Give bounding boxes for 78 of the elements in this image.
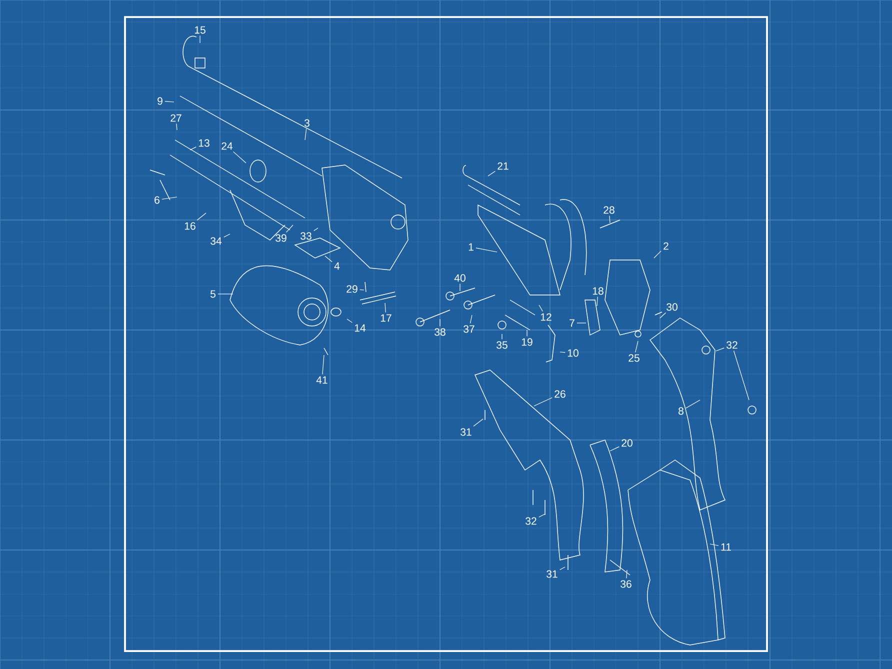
leader-line (473, 418, 484, 427)
leader-line (233, 151, 246, 164)
callout-number: 18 (592, 287, 604, 295)
callout-number: 32 (526, 517, 536, 525)
callout-number: 2 (664, 242, 668, 250)
leader-line (635, 340, 638, 353)
leader-line (526, 330, 528, 337)
callout-number: 16 (184, 222, 196, 230)
callout-number: 29 (346, 285, 358, 293)
leader-line (654, 250, 662, 258)
callout-number: 5 (210, 290, 216, 298)
leader-line (538, 514, 546, 518)
callout-number: 26 (554, 390, 566, 398)
leader-line (470, 314, 472, 324)
callout-number: 40 (454, 274, 466, 282)
leader-line (534, 397, 552, 406)
callout-number: 28 (604, 206, 614, 214)
leader-line (560, 352, 566, 353)
leader-line (190, 146, 196, 150)
leader-line (733, 350, 750, 400)
leader-line (488, 170, 496, 176)
leader-line (314, 228, 318, 232)
leader-line (304, 128, 307, 140)
callout-number: 39 (276, 234, 286, 242)
leader-line (176, 123, 178, 130)
callout-number: 3 (304, 119, 310, 127)
leader-line (710, 544, 719, 546)
callout-number: 33 (300, 232, 312, 240)
callout-number: 19 (522, 338, 532, 346)
callout-number: 17 (380, 314, 392, 322)
leader-line (660, 312, 666, 318)
callout-number: 34 (210, 237, 222, 245)
callout-number: 4 (334, 262, 340, 270)
leader-line (610, 446, 620, 452)
callout-number: 21 (498, 162, 508, 170)
callout-number: 12 (540, 313, 552, 321)
callout-number: 41 (316, 376, 328, 384)
callout-number: 1 (468, 243, 474, 251)
callout-number: 36 (620, 580, 632, 588)
callout-number: 7 (570, 319, 574, 327)
callout-number: 31 (460, 428, 472, 436)
callout-number: 27 (170, 114, 182, 122)
callout-number: 13 (198, 139, 210, 147)
leader-line (716, 348, 724, 352)
leader-line (596, 296, 598, 306)
leader-line (476, 248, 498, 252)
leader-line (576, 322, 586, 324)
callout-number: 20 (622, 439, 632, 447)
callout-number: 30 (666, 303, 678, 311)
leader-line (224, 234, 230, 238)
leader-line (609, 215, 610, 224)
callout-number: 14 (354, 324, 366, 332)
leader-line (538, 304, 543, 312)
leader-line (286, 224, 294, 233)
leader-line (360, 289, 364, 290)
callout-number: 8 (678, 407, 684, 415)
callout-number: 38 (434, 328, 446, 336)
leader-line (384, 302, 386, 313)
leader-line (322, 354, 324, 375)
leader-line (324, 256, 332, 262)
leader-line (162, 196, 178, 200)
leader-line (686, 400, 700, 408)
leader-line (346, 318, 352, 323)
callout-number: 32 (726, 341, 738, 349)
callout-number: 11 (721, 543, 731, 551)
callout-number: 9 (158, 97, 162, 105)
callout-number: 37 (464, 325, 474, 333)
callout-number: 24 (222, 142, 233, 150)
leader-line (560, 566, 566, 570)
callout-number: 25 (628, 354, 640, 362)
callout-number: 6 (154, 196, 160, 204)
callout-number: 35 (496, 341, 508, 349)
leader-line (196, 212, 206, 221)
callout-number: 15 (194, 26, 206, 34)
callout-number: 31 (546, 570, 558, 578)
leader-line (164, 101, 174, 102)
callout-number: 10 (568, 349, 578, 357)
leader-line (626, 570, 628, 579)
